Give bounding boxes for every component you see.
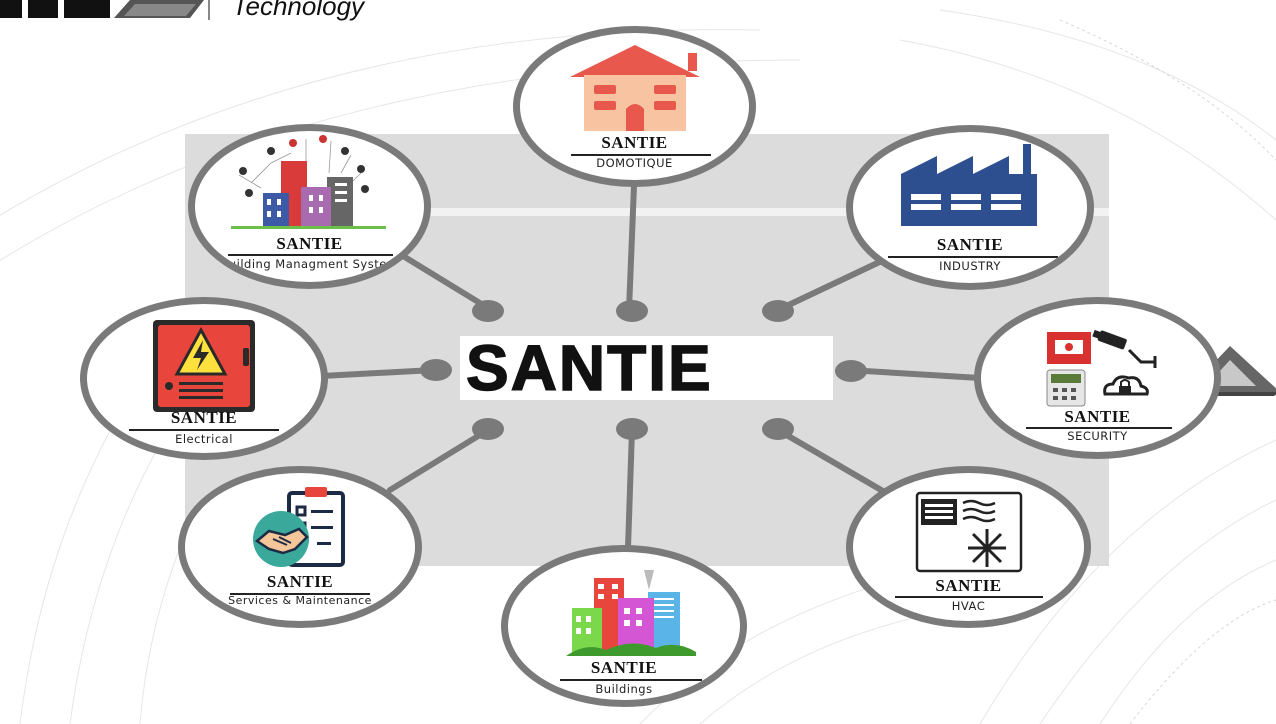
node-divider [230, 593, 370, 595]
security-devices-icon [1046, 329, 1157, 407]
node-divider [560, 679, 702, 681]
node-subtitle: SECURITY [1067, 429, 1128, 443]
node-title: SANTIE [601, 133, 668, 152]
node-subtitle: Buildings [595, 682, 653, 696]
node-security[interactable]: SANTIE SECURITY [974, 297, 1221, 459]
node-industry[interactable]: SANTIE INDUSTRY [846, 125, 1094, 290]
node-services-maintenance[interactable]: SANTIE Services & Maintenance [178, 466, 422, 628]
hvac-unit-icon [915, 491, 1023, 573]
joint-dot [616, 300, 648, 322]
node-building-management[interactable]: SANTIE Building Managment System [188, 124, 431, 289]
joint-dot [472, 418, 504, 440]
node-subtitle: Services & Maintenance [228, 594, 372, 607]
node-divider [888, 256, 1058, 258]
node-title: SANTIE [590, 658, 658, 677]
node-title: SANTIE [170, 408, 238, 427]
node-divider [571, 154, 711, 156]
company-logo [0, 0, 210, 20]
joint-dot [762, 418, 794, 440]
node-divider [895, 596, 1043, 598]
node-divider [129, 429, 279, 431]
node-domotique[interactable]: SANTIE DOMOTIQUE [513, 26, 756, 187]
node-title: SANTIE [1064, 407, 1131, 426]
joint-dot [420, 359, 452, 381]
node-title: SANTIE [936, 235, 1004, 254]
node-subtitle: Electrical [175, 432, 233, 446]
node-subtitle: DOMOTIQUE [596, 156, 673, 170]
node-divider [1026, 427, 1172, 429]
node-subtitle: INDUSTRY [939, 259, 1001, 273]
node-title: SANTIE [266, 572, 334, 591]
panel-seam [380, 208, 1109, 216]
house-icon [570, 45, 700, 131]
joint-dot [472, 300, 504, 322]
joint-dot [762, 300, 794, 322]
electrical-panel-icon [153, 320, 255, 412]
hub-brand-text: SANTIE [465, 332, 713, 404]
node-subtitle: HVAC [951, 599, 986, 613]
company-tagline: Technology [232, 0, 365, 21]
joint-dot [616, 418, 648, 440]
node-divider [228, 254, 393, 256]
node-title: SANTIE [935, 576, 1002, 595]
handshake-checklist-icon [253, 487, 345, 567]
node-title: SANTIE [276, 234, 343, 253]
joint-dot [835, 360, 867, 382]
node-subtitle: Building Managment System [220, 257, 399, 271]
factory-icon [901, 144, 1037, 226]
buildings-icon [566, 570, 696, 656]
smart-city-icon [231, 135, 386, 229]
node-hvac[interactable]: SANTIE HVAC [846, 466, 1091, 628]
hub-logo: SANTIE [460, 332, 1276, 404]
node-electrical[interactable]: SANTIE Electrical [80, 297, 328, 460]
node-buildings[interactable]: SANTIE Buildings [501, 545, 747, 707]
